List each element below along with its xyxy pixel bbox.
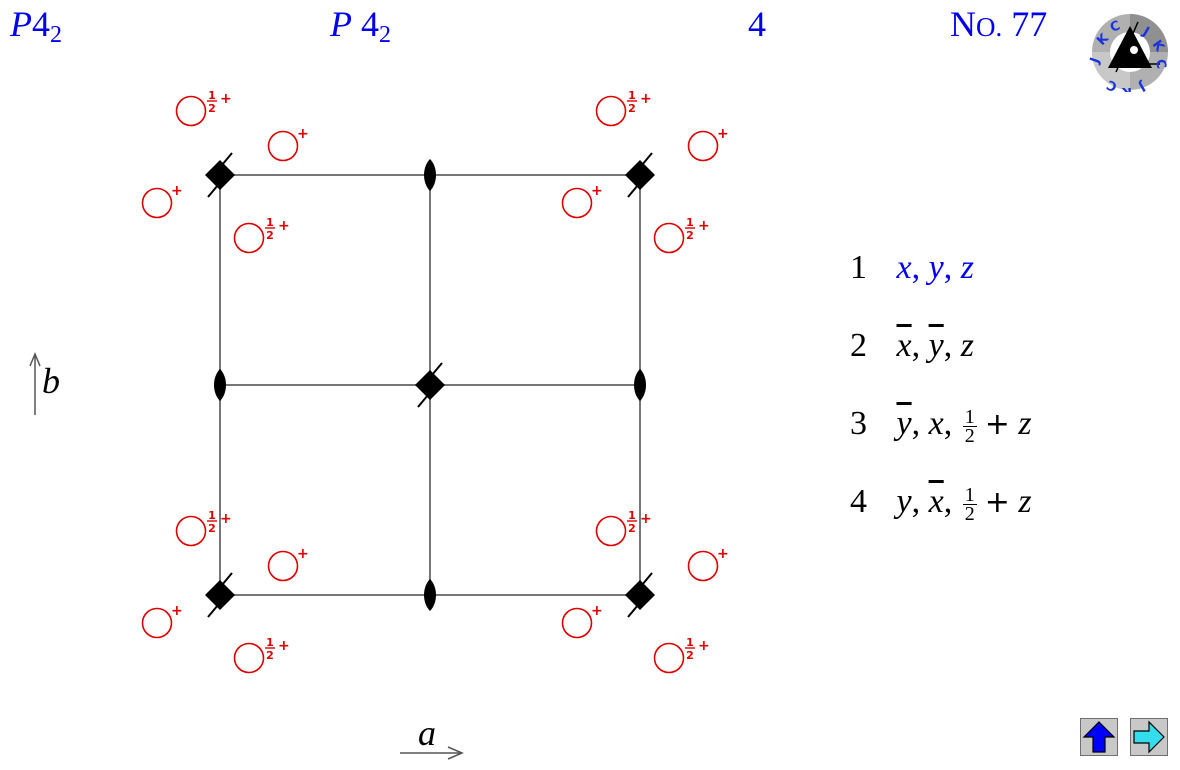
number-value: 77: [1002, 4, 1048, 44]
twofold-axis-icon: [424, 579, 436, 611]
twofold-axis-icon: [634, 369, 646, 401]
fraction-denominator: 2: [964, 502, 975, 525]
position-plus-icon: [267, 125, 310, 162]
space-group-full-symbol: P 42: [330, 2, 391, 48]
separator: ,: [911, 483, 929, 520]
svg-text:K: K: [1121, 84, 1132, 92]
coordinate-expression: x, y, z: [897, 249, 974, 286]
axis-b-arrow-icon: [29, 352, 41, 415]
lattice-letter: P: [10, 4, 32, 44]
svg-text:C: C: [1152, 58, 1168, 70]
coord-x-bar: x: [928, 483, 944, 520]
position-half-plus-icon: [653, 215, 711, 254]
coordinate-index: 1: [850, 249, 867, 286]
number-prefix: N: [950, 4, 976, 44]
symbol-main: 4: [32, 4, 50, 44]
position-half-plus-icon: [595, 88, 653, 127]
coord-x: x: [928, 405, 944, 442]
symbol-subscript: 2: [379, 22, 391, 48]
separator: ,: [943, 483, 961, 520]
coord-x-bar: x: [896, 327, 912, 364]
jkc-logo-icon: J K C J K C J K C: [1088, 14, 1168, 92]
coordinate-row-2: 2 x, y, z: [850, 326, 974, 366]
position-half-plus-icon: [175, 508, 233, 547]
position-half-plus-icon: [595, 508, 653, 547]
coordinate-index: 4: [850, 483, 867, 520]
coord-y-bar: y: [896, 405, 912, 442]
axis-a-arrow-icon: [400, 746, 464, 760]
position-plus-icon: [561, 602, 604, 639]
coord-y: y: [896, 483, 912, 520]
position-half-plus-icon: [233, 215, 291, 254]
fraction-denominator: 2: [964, 424, 975, 447]
symbol-subscript: 2: [50, 22, 62, 48]
right-arrow-icon: [1133, 720, 1165, 754]
space-group-short-symbol: P42: [10, 2, 62, 48]
position-half-plus-icon: [653, 635, 711, 674]
separator: ,: [943, 327, 961, 364]
twofold-axis-icon: [424, 159, 436, 191]
position-half-plus-icon: [175, 88, 233, 127]
number-prefix-small: O.: [976, 12, 1003, 42]
position-plus-icon: [141, 182, 184, 219]
position-plus-icon: [687, 545, 730, 582]
axis-a-label: a: [418, 713, 436, 753]
position-plus-icon: [687, 125, 730, 162]
plus-sign: +: [984, 485, 1010, 520]
fraction-numerator: 1: [962, 483, 977, 506]
position-half-plus-icon: [233, 635, 291, 674]
lattice-letter: P: [330, 4, 352, 44]
separator: ,: [911, 249, 929, 286]
coord-y-bar: y: [928, 327, 944, 364]
up-button[interactable]: [1080, 718, 1118, 756]
up-arrow-icon: [1082, 721, 1116, 753]
coord-z: z: [1018, 405, 1032, 442]
separator: ,: [911, 327, 929, 364]
coordinate-row-1: 1 x, y, z: [850, 248, 974, 288]
axis-b-label: b: [42, 361, 60, 401]
separator: ,: [943, 405, 961, 442]
svg-text:J: J: [1088, 56, 1103, 67]
separator: ,: [943, 249, 961, 286]
coord-z: z: [1018, 483, 1032, 520]
next-button[interactable]: [1130, 718, 1168, 756]
twofold-axis-icon: [214, 369, 226, 401]
position-plus-icon: [141, 602, 184, 639]
coordinate-index: 3: [850, 405, 867, 442]
coordinate-index: 2: [850, 327, 867, 364]
separator: ,: [911, 405, 929, 442]
symbol-main: 4: [352, 4, 379, 44]
coord-z: z: [960, 327, 974, 364]
point-group: 4: [748, 4, 766, 44]
fraction-numerator: 1: [962, 405, 977, 428]
coord-x: x: [896, 249, 912, 286]
coord-y: y: [928, 249, 944, 286]
position-plus-icon: [561, 182, 604, 219]
position-plus-icon: [267, 545, 310, 582]
space-group-number: NO. 77: [950, 2, 1047, 49]
plus-sign: +: [984, 407, 1010, 442]
coord-z: z: [960, 249, 974, 286]
